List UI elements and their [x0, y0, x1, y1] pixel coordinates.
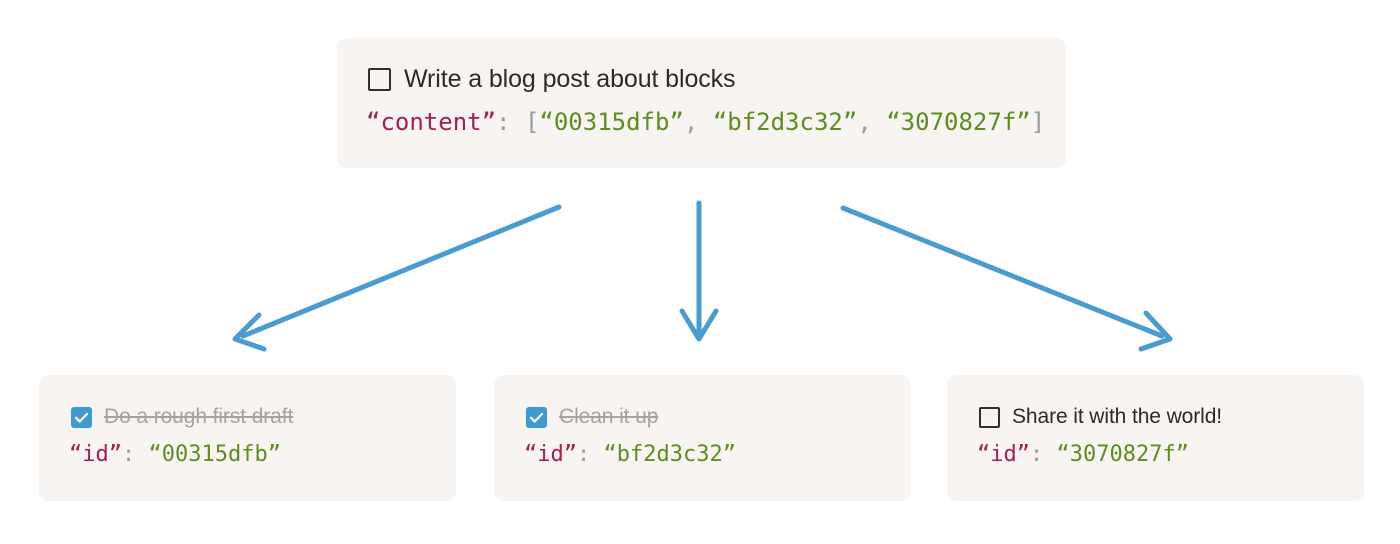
json-value-2: “3070827f”	[886, 108, 1031, 136]
json-key: “id”	[69, 442, 122, 467]
arrow-to-child-2	[679, 200, 719, 342]
json-space	[135, 442, 148, 467]
child-block-card-3[interactable]: Share it with the world! “id”: “3070827f…	[947, 375, 1364, 501]
child-block-card-2[interactable]: Clean it up “id”: “bf2d3c32”	[494, 375, 911, 501]
checkbox-empty-icon[interactable]	[979, 406, 1000, 428]
child-json-line-2: “id”: “bf2d3c32”	[524, 442, 736, 467]
child-json-line-1: “id”: “00315dfb”	[69, 442, 281, 467]
json-value-0: “00315dfb”	[539, 108, 684, 136]
root-block-card[interactable]: Write a blog post about blocks “content”…	[337, 38, 1066, 168]
json-key: “id”	[977, 442, 1030, 467]
json-separator-1: ,	[857, 108, 887, 136]
root-json-line: “content”: [“00315dfb”, “bf2d3c32”, “307…	[366, 108, 1045, 136]
root-task-line: Write a blog post about blocks	[368, 65, 736, 94]
json-key: “content”	[366, 108, 497, 136]
child-json-line-3: “id”: “3070827f”	[977, 442, 1189, 467]
child-block-card-1[interactable]: Do a rough first draft “id”: “00315dfb”	[39, 375, 456, 501]
json-colon: :	[496, 108, 511, 136]
child-task-label-3: Share it with the world!	[1012, 405, 1223, 428]
checkbox-checked-icon[interactable]	[526, 406, 547, 428]
json-space	[1043, 442, 1056, 467]
child-task-line-1: Do a rough first draft	[71, 405, 293, 429]
child-task-line-2: Clean it up	[526, 405, 658, 429]
root-task-label: Write a blog post about blocks	[404, 65, 736, 93]
child-task-line-3: Share it with the world!	[979, 405, 1222, 429]
json-key: “id”	[524, 442, 577, 467]
json-separator-0: ,	[683, 108, 713, 136]
json-value: “bf2d3c32”	[603, 442, 736, 467]
child-task-label-1: Do a rough first draft	[104, 405, 294, 428]
json-colon: :	[1029, 442, 1044, 467]
json-open-bracket: [	[510, 108, 540, 136]
json-close-bracket: ]	[1030, 108, 1046, 136]
arrow-to-child-1	[232, 204, 562, 352]
json-space	[590, 442, 603, 467]
json-value-1: “bf2d3c32”	[712, 108, 858, 136]
json-value: “00315dfb”	[148, 442, 281, 467]
child-task-label-2: Clean it up	[559, 405, 659, 428]
json-value: “3070827f”	[1056, 442, 1189, 467]
json-colon: :	[576, 442, 591, 467]
arrow-to-child-3	[840, 205, 1173, 352]
json-colon: :	[121, 442, 136, 467]
checkbox-empty-icon[interactable]	[368, 68, 391, 91]
checkbox-checked-icon[interactable]	[71, 406, 92, 428]
